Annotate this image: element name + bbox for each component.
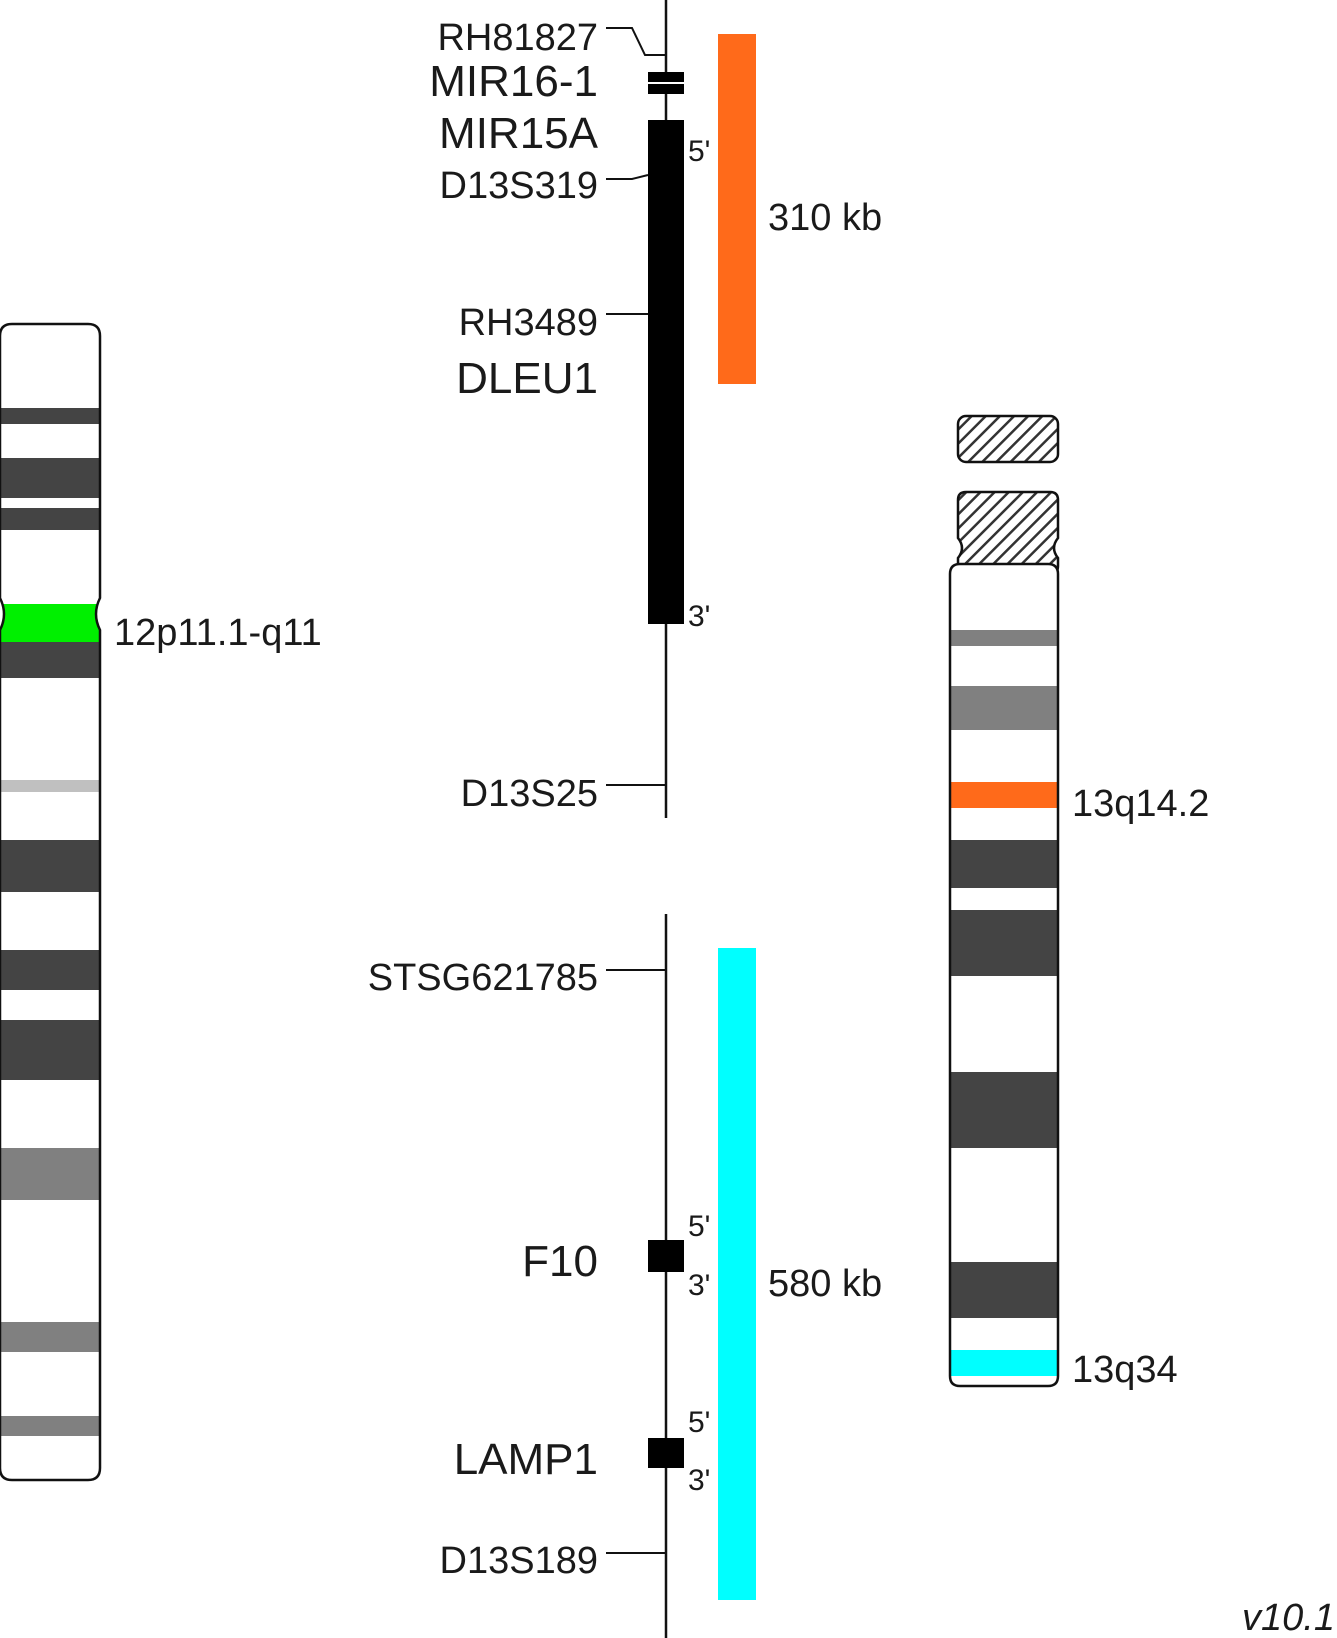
chr13-highlight-b <box>950 1350 1058 1376</box>
chr13-outline <box>948 562 1060 1388</box>
marker-rh3489: RH3489 <box>459 302 598 344</box>
d13s319-leader <box>606 174 649 180</box>
gene-mir16-1: MIR16-1 <box>429 57 598 106</box>
chr12-band <box>0 642 100 678</box>
version-label: v10.1 <box>1242 1597 1335 1638</box>
chr13-highlight-a <box>950 782 1058 808</box>
chr12-outline <box>0 322 102 1482</box>
locus-a-5-prime: 5' <box>688 135 710 168</box>
locus-a-probe-size: 310 kb <box>768 197 882 239</box>
chr13-label-b: 13q34 <box>1072 1349 1178 1391</box>
f10-5-prime: 5' <box>688 1210 710 1243</box>
locus-a: RH81827 MIR16-1 MIR15A D13S319 RH3489 DL… <box>429 0 882 818</box>
mir15a-dleu1-gene-block <box>648 120 684 624</box>
chr12-band-label: 12p11.1-q11 <box>114 612 322 654</box>
gene-dleu1: DLEU1 <box>456 354 598 403</box>
chromosome-13: 13q14.2 13q34 <box>948 414 1209 1391</box>
chr12-band <box>0 1148 100 1200</box>
chr12-band <box>0 458 100 498</box>
marker-d13s25: D13S25 <box>461 773 598 815</box>
f10-gene-block <box>648 1240 684 1272</box>
f10-3-prime: 3' <box>688 1269 710 1302</box>
chr13-band <box>950 1072 1058 1148</box>
chr12-band <box>0 780 100 792</box>
chr12-band <box>0 1322 100 1352</box>
locus-a-3-prime: 3' <box>688 600 710 633</box>
chr13-band <box>950 840 1058 888</box>
chr13-label-a: 13q14.2 <box>1072 783 1209 825</box>
chr13-band <box>950 910 1058 976</box>
marker-d13s319: D13S319 <box>440 165 598 207</box>
marker-d13s189: D13S189 <box>440 1540 598 1582</box>
chr12-centromere-highlight <box>0 604 100 642</box>
marker-rh81827: RH81827 <box>437 17 598 59</box>
chr13-band <box>950 686 1058 730</box>
chr12-band <box>0 1020 100 1080</box>
chr12-band <box>0 408 100 424</box>
lamp1-5-prime: 5' <box>688 1406 710 1439</box>
lamp1-3-prime: 3' <box>688 1464 710 1497</box>
rh81827-leader <box>606 27 666 56</box>
chr12-band <box>0 508 100 530</box>
locus-a-probe-bar <box>718 34 756 384</box>
gene-lamp1: LAMP1 <box>454 1435 598 1484</box>
marker-stsg621785: STSG621785 <box>368 957 598 999</box>
chromosome-12: 12p11.1-q11 <box>0 322 322 1482</box>
locus-b-probe-bar <box>718 948 756 1600</box>
chr13-band <box>950 1262 1058 1318</box>
locus-b: STSG621785 F10 LAMP1 D13S189 5' 3' 5' 3'… <box>368 914 882 1638</box>
chr13-satellite <box>956 414 1060 464</box>
gene-f10: F10 <box>522 1237 598 1286</box>
locus-b-probe-size: 580 kb <box>768 1263 882 1305</box>
chr12-band <box>0 950 100 990</box>
lamp1-gene-block <box>648 1438 684 1468</box>
chr13-short-arm <box>956 490 1060 576</box>
chr12-band <box>0 1416 100 1436</box>
gene-mir15a: MIR15A <box>439 109 599 158</box>
chr12-band <box>0 840 100 892</box>
chr13-band <box>950 630 1058 646</box>
